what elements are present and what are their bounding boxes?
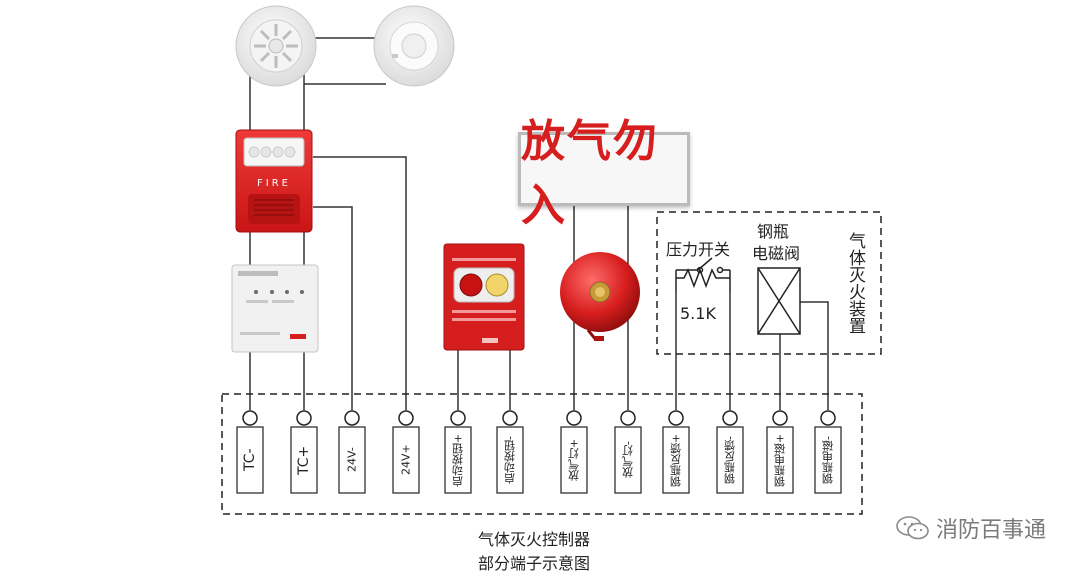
terminal-screw: [668, 410, 684, 426]
terminal-block: [560, 426, 588, 494]
watermark: 消防百事通: [896, 512, 1046, 544]
terminal-label: TC+: [296, 445, 312, 475]
wechat-icon: [896, 516, 929, 540]
terminal-label: 启动按钮+: [451, 433, 465, 487]
valve-label-line2: 电磁阀: [752, 244, 801, 263]
pressure-switch-icon: [675, 257, 731, 292]
terminal-screw: [242, 410, 258, 426]
terminal-block: [236, 426, 264, 494]
terminal-label: 放气灯-: [621, 441, 635, 479]
terminal-label: 钢瓶电磁-: [821, 436, 835, 484]
strobe-label: FIRE: [257, 178, 291, 189]
discharge-warning-sign: 放气勿入: [518, 116, 690, 231]
terminal-block: [662, 426, 690, 494]
terminal-block: [814, 426, 842, 494]
terminal-screw: [398, 410, 414, 426]
terminal-screw: [502, 410, 518, 426]
terminal-screw: [450, 410, 466, 426]
terminal-screw: [296, 410, 312, 426]
controller-terminal-box: [221, 393, 863, 515]
terminal-label: 钢瓶反馈-: [723, 436, 737, 484]
terminal-label: 启动按钮-: [503, 436, 517, 484]
terminal-circles: [236, 410, 842, 494]
io-module-icon: [231, 264, 319, 353]
emergency-start-button-icon: [443, 243, 525, 351]
resistor-label: 5.1K: [680, 304, 716, 323]
terminal-label: TC-: [242, 448, 258, 472]
terminal-block: [496, 426, 524, 494]
solenoid-valve-icon: [757, 267, 801, 335]
terminal-label: 24V+: [399, 444, 413, 476]
extinguishing-device-box: [656, 211, 882, 355]
caption-line2: 部分端子示意图: [478, 554, 591, 573]
terminal-block: [338, 426, 366, 494]
terminal-block: [766, 426, 794, 494]
terminal-block: [290, 426, 318, 494]
terminal-block: [444, 426, 472, 494]
terminal-label: 钢瓶电磁+: [773, 433, 787, 487]
caption-line1: 气体灭火控制器: [478, 530, 591, 549]
terminal-screw: [772, 410, 788, 426]
watermark-text: 消防百事通: [935, 518, 1046, 543]
terminal-screw: [344, 410, 360, 426]
valve-label-line1: 钢瓶: [757, 222, 790, 241]
terminal-screw: [820, 410, 836, 426]
terminal-block: [392, 426, 420, 494]
sign-text: 放气勿入: [521, 116, 659, 231]
smoke-detector-icon: [235, 5, 317, 87]
terminal-label: 钢瓶反馈+: [669, 433, 683, 487]
sound-light-alarm-icon: FIRE: [235, 129, 313, 233]
terminal-label: 放气灯+: [567, 438, 581, 482]
terminal-block: [614, 426, 642, 494]
terminal-label: 24V-: [345, 447, 359, 473]
heat-detector-icon: [373, 5, 455, 87]
pressure-switch-label: 压力开关: [666, 240, 731, 259]
terminal-screw: [620, 410, 636, 426]
alarm-bell-icon: [560, 252, 640, 341]
device-panel-title: 气体灭火装置: [845, 232, 865, 334]
terminal-block: [716, 426, 744, 494]
terminal-screw: [566, 410, 582, 426]
terminal-screw: [722, 410, 738, 426]
